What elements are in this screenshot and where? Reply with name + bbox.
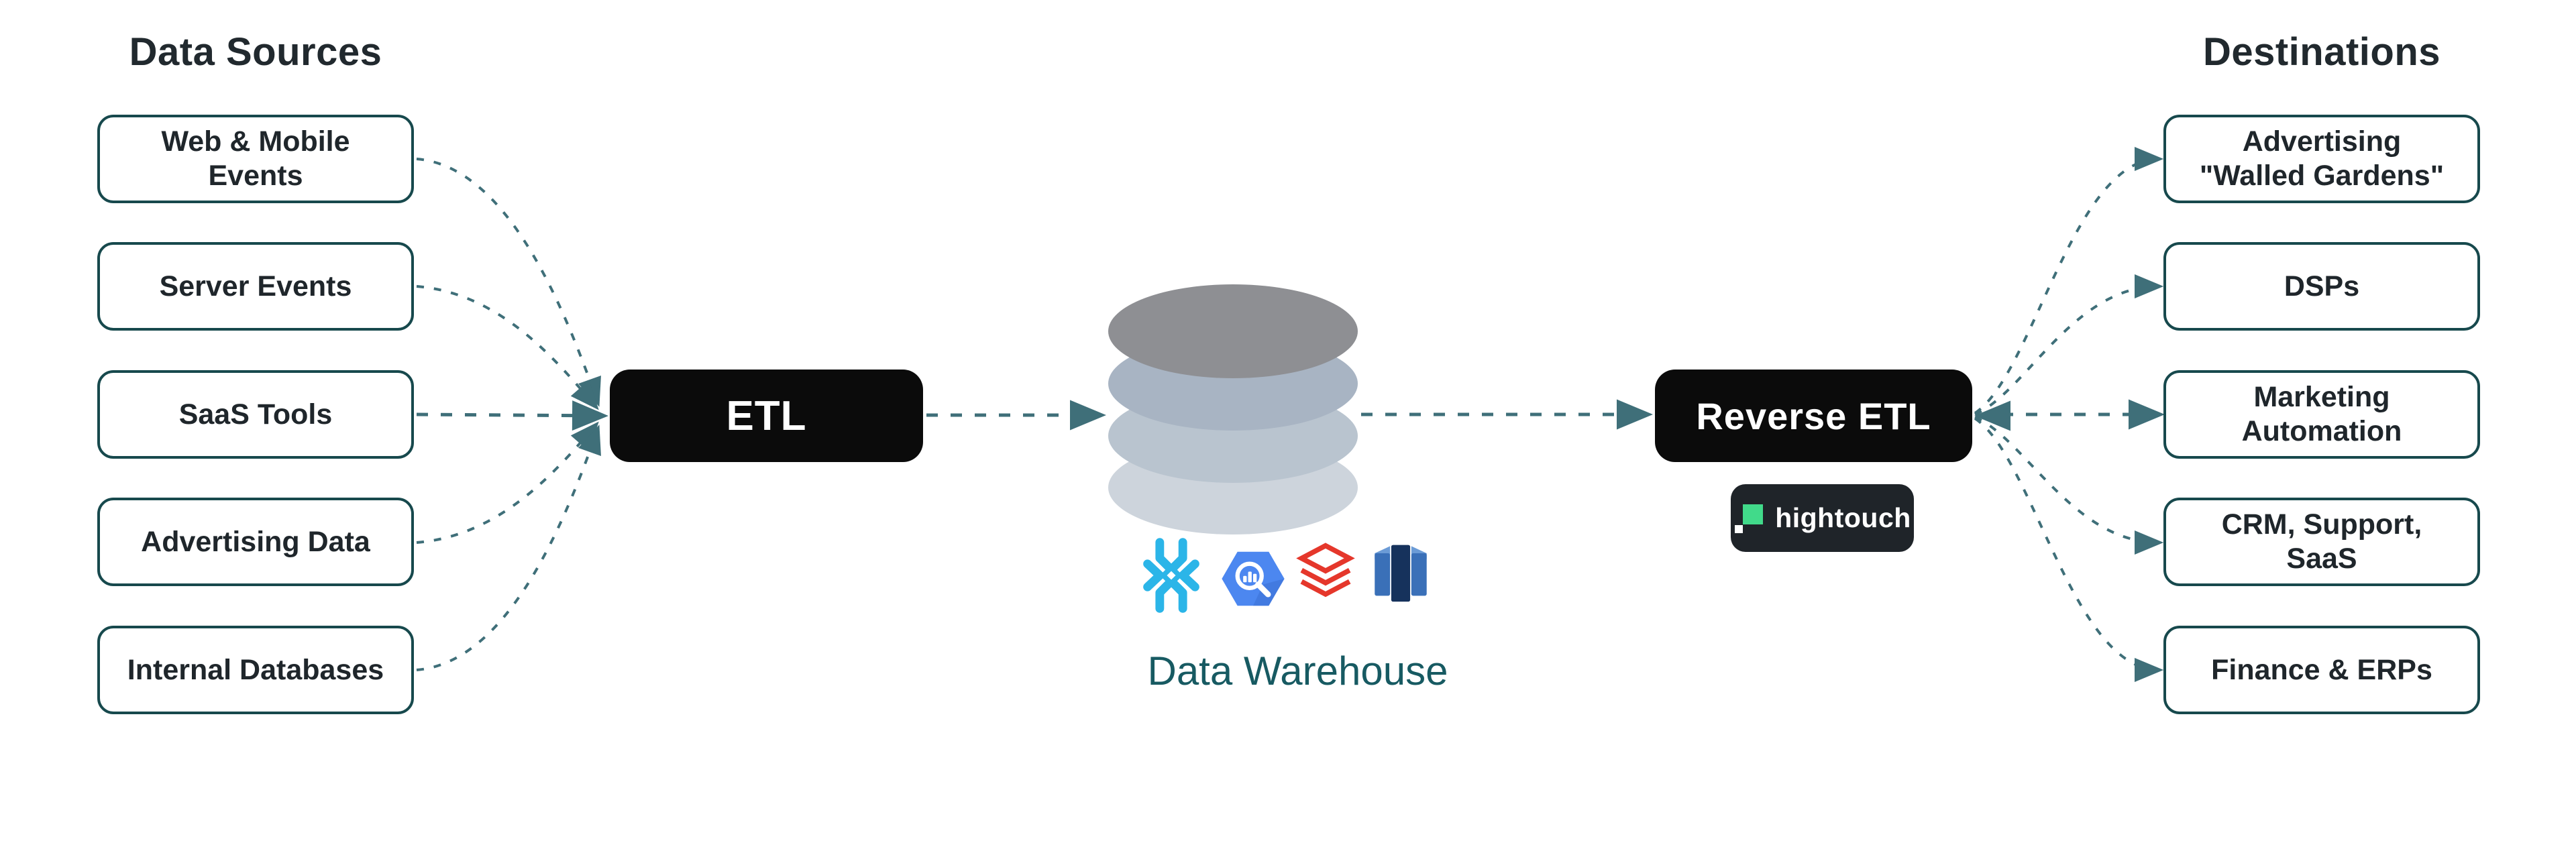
edge-source3-etl	[416, 400, 608, 431]
hightouch-badge: hightouch	[1731, 484, 1914, 552]
destination-label: Finance & ERPs	[2211, 653, 2432, 686]
destination-box-finance-erps: Finance & ERPs	[2163, 626, 2480, 714]
redshift-icon	[1375, 545, 1427, 602]
destination-label: CRM, Support, SaaS	[2221, 508, 2422, 575]
edge-source5-etl	[416, 425, 601, 671]
source-box-internal-databases: Internal Databases	[97, 626, 414, 714]
source-label: Server Events	[159, 270, 352, 302]
destination-box-dsps: DSPs	[2163, 242, 2480, 331]
hightouch-logo-icon	[1735, 504, 1764, 533]
etl-label: ETL	[726, 392, 807, 439]
source-box-advertising-data: Advertising Data	[97, 498, 414, 586]
bigquery-icon	[1222, 551, 1285, 606]
edge-reverse-etl-dest1	[1974, 147, 2164, 414]
source-box-saas-tools: SaaS Tools	[97, 370, 414, 459]
source-box-web-mobile-events: Web & Mobile Events	[97, 115, 414, 203]
destination-label: Marketing Automation	[2241, 381, 2402, 447]
source-label: SaaS Tools	[178, 398, 333, 431]
databricks-icon	[1296, 543, 1355, 598]
edge-reverse-etl-dest5	[1974, 417, 2164, 682]
sources-title: Data Sources	[129, 30, 382, 74]
destination-box-crm-support-saas: CRM, Support, SaaS	[2163, 498, 2480, 586]
hightouch-logo-text: hightouch	[1775, 502, 1911, 533]
edge-source2-etl	[416, 285, 599, 410]
reverse-etl-box: Reverse ETL	[1655, 370, 1972, 462]
source-box-server-events: Server Events	[97, 242, 414, 331]
edge-source1-etl	[416, 158, 601, 407]
destination-label: Advertising "Walled Gardens"	[2199, 125, 2445, 192]
edge-reverse-etl-dest4	[1974, 416, 2164, 555]
warehouse-disk-1	[1108, 284, 1358, 378]
edge-source4-etl	[416, 421, 599, 544]
warehouse-label: Data Warehouse	[1147, 648, 1448, 693]
destinations-title: Destinations	[2202, 30, 2441, 74]
source-label: Web & Mobile Events	[161, 125, 350, 192]
source-label: Advertising Data	[141, 525, 370, 558]
source-label: Internal Databases	[127, 653, 384, 686]
destination-box-marketing-automation: Marketing Automation	[2163, 370, 2480, 459]
edge-reverse-etl-dest2	[1974, 274, 2164, 416]
etl-box: ETL	[610, 370, 923, 462]
reverse-etl-label: Reverse ETL	[1696, 394, 1931, 437]
destination-label: DSPs	[2284, 270, 2360, 302]
destination-box-advertising-walled-gardens: Advertising "Walled Gardens"	[2163, 115, 2480, 203]
snowflake-icon	[1143, 538, 1199, 613]
